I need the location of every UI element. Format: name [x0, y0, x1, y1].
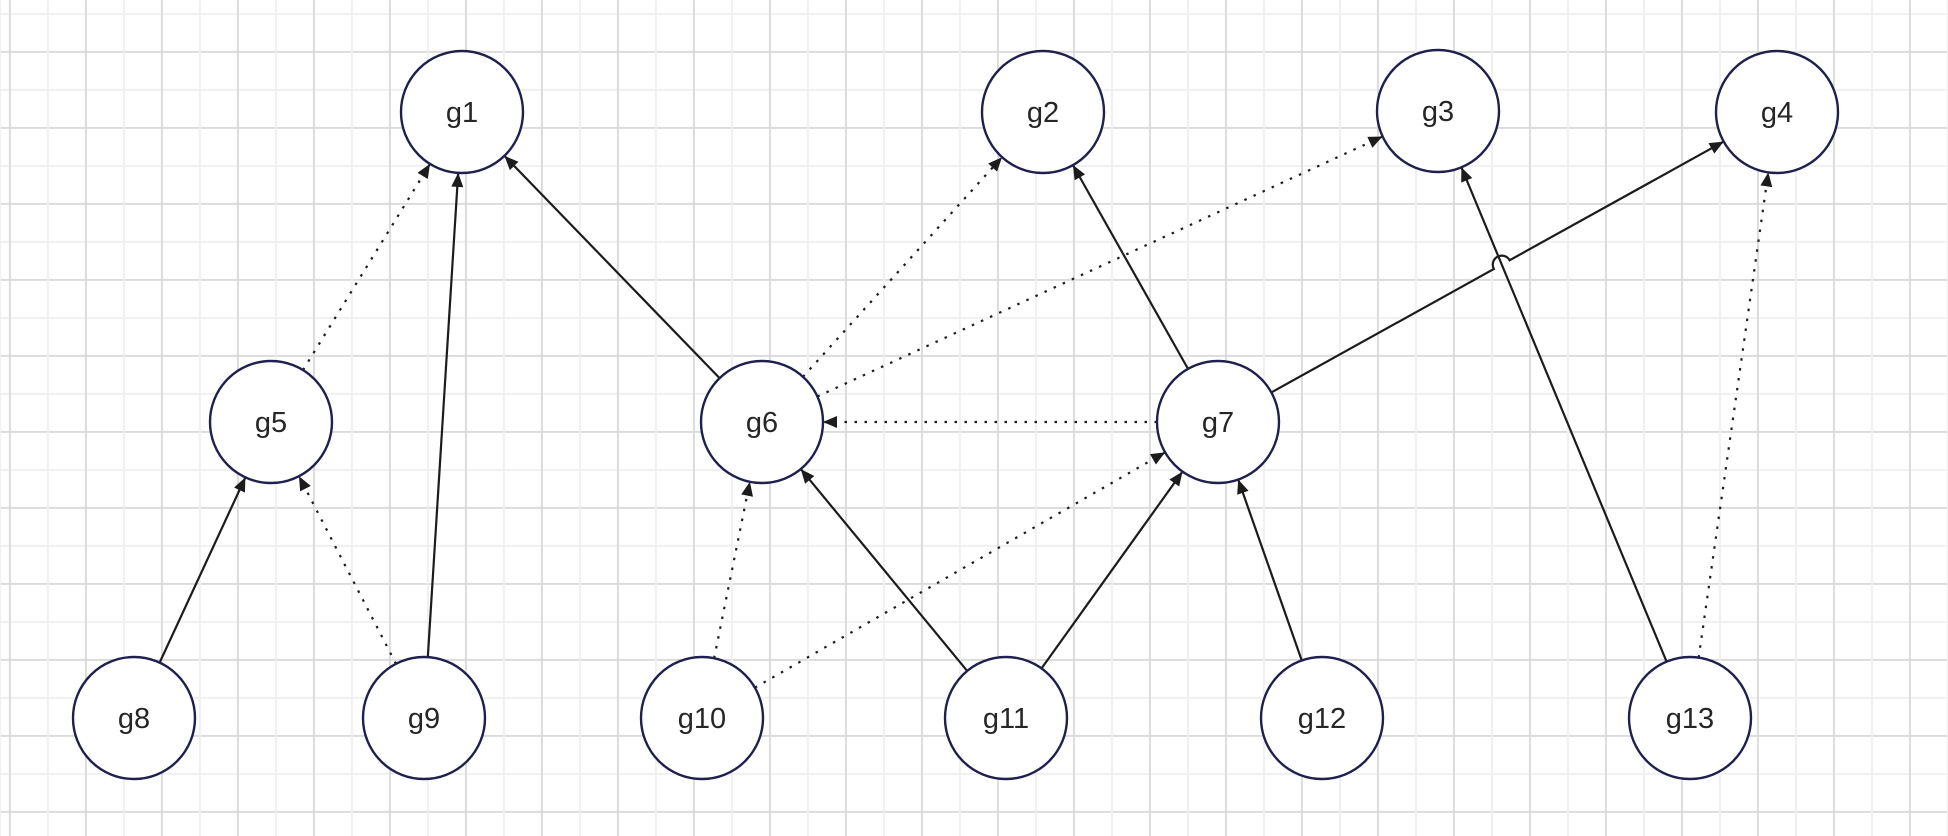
node-g1[interactable]: g1 — [399, 49, 525, 175]
edge-g13-g4-dotted[interactable] — [1697, 172, 1773, 658]
edge-g10-g6-dotted[interactable] — [713, 481, 753, 659]
node-circle-g6[interactable] — [699, 359, 825, 485]
edge-g11-g6-solid[interactable] — [799, 468, 969, 672]
node-g9[interactable]: g9 — [361, 655, 487, 781]
node-circle-g13[interactable] — [1627, 655, 1753, 781]
edge-g9-g1-solid[interactable] — [426, 172, 464, 658]
node-g10[interactable]: g10 — [639, 655, 765, 781]
node-g5[interactable]: g5 — [208, 359, 334, 485]
node-circle-g10[interactable] — [639, 655, 765, 781]
node-circle-g5[interactable] — [208, 359, 334, 485]
node-circle-g11[interactable] — [943, 655, 1069, 781]
node-g13[interactable]: g13 — [1627, 655, 1753, 781]
edge-g6-g3-dotted[interactable] — [816, 135, 1384, 398]
edge-g11-g7-solid[interactable] — [1040, 470, 1184, 670]
edge-g9-g5-dotted[interactable] — [298, 475, 397, 665]
edge-g7-g2-solid[interactable] — [1072, 164, 1189, 370]
edge-g7-g4-solid[interactable] — [1270, 140, 1725, 394]
node-g8[interactable]: g8 — [71, 655, 197, 781]
node-circle-g9[interactable] — [361, 655, 487, 781]
edge-g8-g5-solid[interactable] — [158, 476, 247, 664]
edge-g6-g2-dotted[interactable] — [802, 156, 1003, 378]
node-circle-g1[interactable] — [399, 49, 525, 175]
edge-g6-g1-solid[interactable] — [503, 155, 721, 379]
node-g6[interactable]: g6 — [699, 359, 825, 485]
node-circle-g8[interactable] — [71, 655, 197, 781]
node-g7[interactable]: g7 — [1155, 359, 1281, 485]
node-g3[interactable]: g3 — [1375, 48, 1501, 174]
node-g4[interactable]: g4 — [1714, 49, 1840, 175]
edge-g13-g3-solid[interactable] — [1460, 166, 1668, 663]
edge-g12-g7-solid[interactable] — [1237, 479, 1303, 661]
node-g2[interactable]: g2 — [980, 49, 1106, 175]
edges-layer — [158, 135, 1773, 689]
nodes-layer: g1 g2 g3 g4 g5 g6 g7 g8 g9 g10 g11 g12 g13 — [71, 48, 1840, 781]
node-circle-g2[interactable] — [980, 49, 1106, 175]
node-circle-g3[interactable] — [1375, 48, 1501, 174]
node-circle-g12[interactable] — [1259, 655, 1385, 781]
node-g11[interactable]: g11 — [943, 655, 1069, 781]
node-g12[interactable]: g12 — [1259, 655, 1385, 781]
node-circle-g4[interactable] — [1714, 49, 1840, 175]
edge-g5-g1-dotted[interactable] — [302, 163, 431, 371]
node-circle-g7[interactable] — [1155, 359, 1281, 485]
